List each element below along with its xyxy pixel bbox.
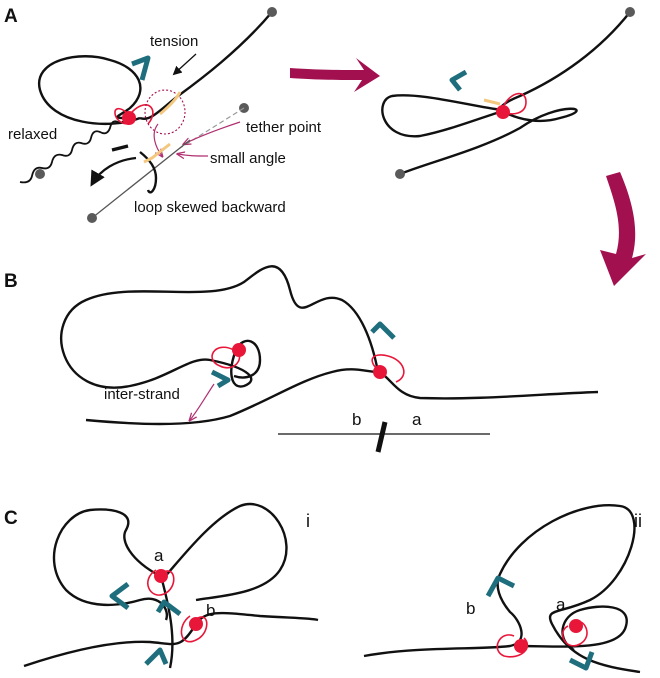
site-ci-b: b bbox=[206, 601, 215, 620]
anchor-a-top bbox=[267, 7, 277, 17]
hook-ci-1 bbox=[109, 582, 130, 610]
ring-ci-a bbox=[147, 569, 175, 596]
strand-ci-cross bbox=[160, 579, 174, 669]
motor-a2 bbox=[496, 105, 510, 119]
anchor-a-left bbox=[35, 169, 45, 179]
ring-cii-a bbox=[562, 620, 588, 647]
motor-cii-b bbox=[514, 639, 528, 653]
accent-a-lower bbox=[143, 142, 171, 164]
ring-a2 bbox=[501, 92, 527, 115]
arrow-skewed bbox=[90, 156, 137, 187]
motor-ci-b bbox=[189, 617, 203, 631]
ring-a-left bbox=[114, 108, 129, 125]
site-label-a: a bbox=[412, 410, 422, 429]
strand-ci-loop bbox=[52, 508, 169, 621]
label-loop-skewed: loop skewed backward bbox=[134, 199, 286, 216]
arrow-tether bbox=[184, 121, 241, 144]
panel-a-result bbox=[381, 7, 635, 179]
focus-ellipse bbox=[144, 89, 186, 135]
arrow-inter-strand bbox=[190, 383, 215, 420]
hook-b-left bbox=[210, 369, 231, 389]
panel-b-label: B bbox=[4, 271, 18, 292]
axis-b-marker bbox=[375, 421, 388, 453]
panel-a-label: A bbox=[4, 6, 18, 27]
ring-b-left bbox=[211, 346, 241, 369]
subpanel-i-label: i bbox=[306, 511, 310, 531]
hook-a2 bbox=[449, 69, 468, 92]
motor-b-left bbox=[232, 343, 246, 357]
ring-a-right bbox=[131, 104, 154, 125]
label-inter-strand: inter-strand bbox=[104, 386, 180, 403]
arrow-tension bbox=[172, 53, 197, 76]
hook-a bbox=[131, 55, 151, 81]
panel-c-ii: ii b a bbox=[363, 504, 642, 674]
hook-cii-2 bbox=[568, 651, 595, 671]
subpanel-ii-label: ii bbox=[634, 511, 642, 531]
strand-a2-loop bbox=[381, 94, 503, 138]
motor-a bbox=[122, 111, 136, 125]
hook-ci-3 bbox=[144, 647, 169, 666]
hook-ci-2 bbox=[155, 599, 182, 616]
label-small-angle: small angle bbox=[210, 150, 286, 167]
strand-b-tail bbox=[379, 371, 599, 400]
arrow-a-to-a2 bbox=[290, 58, 380, 92]
strand-a-upper bbox=[139, 11, 273, 120]
strand-a2-bottom bbox=[399, 107, 578, 176]
arrow-small-angle bbox=[178, 154, 209, 156]
strand-b-main bbox=[60, 265, 380, 426]
strand-cii-main bbox=[363, 504, 641, 674]
site-cii-a: a bbox=[556, 595, 566, 614]
strand-ci-right bbox=[161, 502, 288, 602]
ring-b-right bbox=[371, 354, 405, 383]
strand-a-loop bbox=[37, 55, 142, 126]
strand-a2-top bbox=[499, 11, 631, 112]
arrow-a2-to-b bbox=[600, 172, 646, 286]
label-relaxed: relaxed bbox=[8, 126, 57, 143]
skew-line bbox=[91, 139, 191, 219]
label-tension: tension bbox=[150, 33, 198, 50]
accent-a2 bbox=[483, 98, 501, 106]
motor-ci-a bbox=[154, 569, 168, 583]
anchor-a-bottom bbox=[87, 213, 97, 223]
anchor-a2-bottom bbox=[395, 169, 405, 179]
panel-c-i: C i a b bbox=[4, 502, 319, 669]
panel-b: B inter-strand b a bbox=[4, 265, 599, 453]
anchor-a2-top bbox=[625, 7, 635, 17]
panel-c-label: C bbox=[4, 508, 18, 529]
tether-line bbox=[179, 107, 245, 149]
strand-a-relaxed bbox=[19, 117, 129, 184]
motor-cii-a bbox=[569, 619, 583, 633]
site-cii-b: b bbox=[466, 599, 475, 618]
panel-a: A tension relaxed tether point small ang… bbox=[4, 6, 322, 223]
accent-a-upper bbox=[159, 91, 182, 116]
hook-b-right bbox=[370, 321, 396, 340]
site-label-b: b bbox=[352, 410, 361, 429]
arrow-down-a bbox=[153, 123, 162, 156]
label-tether-point: tether point bbox=[246, 119, 322, 136]
site-ci-a: a bbox=[154, 546, 164, 565]
hook-cii-1 bbox=[485, 575, 516, 598]
ring-ci-b bbox=[180, 615, 208, 643]
motor-b-right bbox=[373, 365, 387, 379]
hook-a-lower bbox=[111, 144, 129, 152]
